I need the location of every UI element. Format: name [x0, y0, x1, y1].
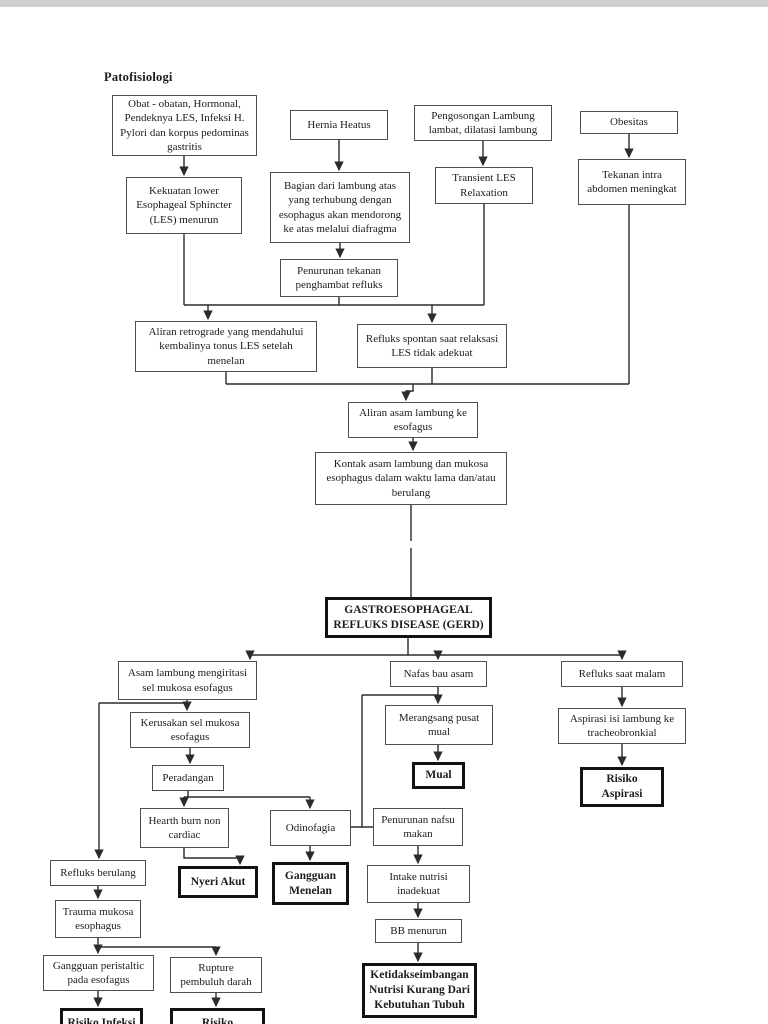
node-aliran-retrograde: Aliran retrograde yang mendahului kembal… [135, 321, 317, 372]
node-aliran-asam-lambung: Aliran asam lambung ke esofagus [348, 402, 478, 438]
node-bb-menurun: BB menurun [375, 919, 462, 943]
node-hernia-heatus: Hernia Heatus [290, 110, 388, 140]
node-kekuatan-les-menurun: Kekuatan lower Esophageal Sphincter (LES… [126, 177, 242, 234]
node-penurunan-nafsu-makan: Penurunan nafsu makan [373, 808, 463, 846]
page-edge-strip [0, 0, 768, 7]
node-risiko-perdarahan: Risiko [170, 1008, 265, 1024]
node-peradangan: Peradangan [152, 765, 224, 791]
node-hearth-burn: Hearth burn non cardiac [140, 808, 229, 848]
node-trauma-mukosa: Trauma mukosa esophagus [55, 900, 141, 938]
node-rupture-pembuluh: Rupture pembuluh darah [170, 957, 262, 993]
node-risiko-aspirasi: Risiko Aspirasi [580, 767, 664, 807]
node-gerd: GASTROESOPHAGEAL REFLUKS DISEASE (GERD) [325, 597, 492, 638]
node-refluks-saat-malam: Refluks saat malam [561, 661, 683, 687]
node-bagian-lambung-atas: Bagian dari lambung atas yang terhubung … [270, 172, 410, 243]
node-odinofagia: Odinofagia [270, 810, 351, 846]
node-ketidakseimbangan-nutrisi: Ketidakseimbangan Nutrisi Kurang Dari Ke… [362, 963, 477, 1018]
node-asam-mengiritasi: Asam lambung mengiritasi sel mukosa esof… [118, 661, 257, 700]
node-nyeri-akut: Nyeri Akut [178, 866, 258, 898]
node-obat-obatan: Obat - obatan, Hormonal, Pendeknya LES, … [112, 95, 257, 156]
node-tekanan-intra-abdomen: Tekanan intra abdomen meningkat [578, 159, 686, 205]
node-kontak-asam-lambung: Kontak asam lambung dan mukosa esophagus… [315, 452, 507, 505]
node-gangguan-peristaltic: Gangguan peristaltic pada esofagus [43, 955, 154, 991]
page-title: Patofisiologi [104, 70, 173, 84]
node-transient-les-relaxation: Transient LES Relaxation [435, 167, 533, 204]
node-mual: Mual [412, 762, 465, 789]
node-pengosongan-lambung: Pengosongan Lambung lambat, dilatasi lam… [414, 105, 552, 141]
node-refluks-berulang: Refluks berulang [50, 860, 146, 886]
node-gangguan-menelan: Gangguan Menelan [272, 862, 349, 905]
node-nafas-bau-asam: Nafas bau asam [390, 661, 487, 687]
node-kerusakan-sel-mukosa: Kerusakan sel mukosa esofagus [130, 712, 250, 748]
node-intake-nutrisi: Intake nutrisi inadekuat [367, 865, 470, 903]
node-aspirasi-isi-lambung: Aspirasi isi lambung ke tracheobronkial [558, 708, 686, 744]
node-merangsang-pusat-mual: Merangsang pusat mual [385, 705, 493, 745]
node-risiko-infeksi: Risiko Infeksi [60, 1008, 143, 1024]
node-penurunan-tekanan: Penurunan tekanan penghambat refluks [280, 259, 398, 297]
node-refluks-spontan: Refluks spontan saat relaksasi LES tidak… [357, 324, 507, 368]
node-obesitas: Obesitas [580, 111, 678, 134]
